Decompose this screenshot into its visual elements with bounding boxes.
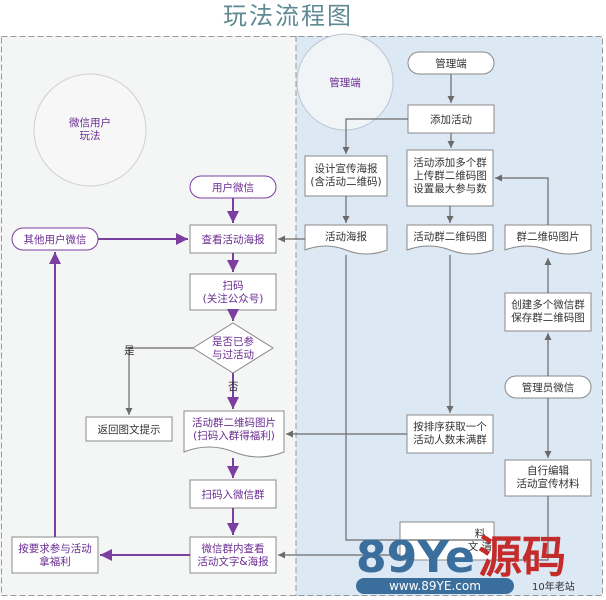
text-line: 查看活动海报 (202, 233, 265, 246)
text-line: 料 (475, 527, 486, 540)
text-line: 自行编辑 (527, 464, 569, 477)
text-line: 微信用户 (69, 116, 111, 129)
text-line: 返回图文提示 (98, 423, 161, 436)
edge-add-to-design (342, 118, 408, 154)
edit-materials-node (504, 459, 592, 497)
view-in-group-node (189, 536, 277, 574)
edge-edit-to-partial (496, 496, 549, 561)
scan-node (189, 273, 277, 311)
watermark-brand-cn: 源码 (478, 532, 566, 583)
text-line: 管理员微信 (522, 381, 575, 394)
text-line: 用户微信 (212, 181, 254, 194)
text-line: (扫码入群得福利) (193, 429, 275, 442)
join-group-node (189, 479, 277, 509)
admin-start-label: 管理端 (435, 57, 467, 70)
admin-edges (278, 74, 552, 561)
text-line: 创建多个微信群 (511, 298, 585, 311)
admin-lane-label: 管理端 (329, 76, 361, 89)
group-qr-user-label: 活动群二维码图片(扫码入群得福利) (192, 416, 276, 442)
add-groups-label: 活动添加多个群上传群二维码图设置最大参与数 (413, 156, 487, 195)
add-groups-node (406, 149, 494, 207)
view-poster-label: 查看活动海报 (202, 233, 265, 246)
partial-material-node (399, 521, 495, 561)
text-line: 设计宣传海报 (315, 162, 378, 175)
user-lane-circle (33, 73, 147, 187)
text-line: 文 清 (468, 540, 492, 553)
other-users-label: 其他用户微信 (24, 233, 87, 246)
group-qr-user-node (183, 410, 285, 458)
yes-label: 是 (124, 345, 135, 357)
text-line: 活动海报 (325, 230, 367, 243)
view-poster-node (189, 224, 277, 254)
activity-poster-node (304, 224, 388, 255)
text-line: 管理端 (329, 76, 361, 89)
text-line: 拿福利 (39, 555, 71, 568)
edge-decision-yes (125, 347, 193, 415)
reply-tip-node (85, 416, 173, 442)
lanes-border (1, 36, 603, 596)
user-wechat-label: 用户微信 (212, 181, 254, 194)
group-qr-label: 活动群二维码图 (413, 230, 487, 243)
watermark: 89Ye 源码 www.89YE.com 10年老站 (356, 532, 575, 594)
partial-material-label: 料文 清 (468, 527, 492, 553)
admin-wechat-label: 管理员微信 (522, 381, 575, 394)
page-title: 玩法流程图 (223, 2, 353, 30)
get-reward-node (11, 536, 99, 574)
group-qr-image-node (504, 224, 592, 255)
text-line: 扫码入微信群 (202, 488, 265, 501)
text-line: 管理端 (435, 57, 467, 70)
join-group-label: 扫码入微信群 (202, 488, 265, 501)
text-line: 活动文字&海报 (197, 555, 269, 568)
scan-label: 扫码(关注公众号) (203, 279, 264, 305)
text-line: 与过活动 (212, 348, 254, 361)
text-line: (含活动二维码) (310, 175, 381, 188)
reply-tip-label: 返回图文提示 (98, 423, 161, 436)
text-line: 保存群二维码图 (511, 311, 585, 324)
design-poster-node (304, 155, 388, 197)
edge-qrimage-to-groups (495, 174, 549, 225)
text-line: 活动人数未满群 (413, 433, 487, 446)
text-line: 活动群二维码图 (413, 230, 487, 243)
text-line: 添加活动 (430, 113, 472, 126)
user-lane-label: 微信用户玩法 (69, 116, 111, 142)
user-edges (49, 198, 239, 561)
sort-group-node (406, 414, 494, 454)
text-line: 活动添加多个群 (413, 156, 487, 169)
text-line: 设置最大参与数 (413, 182, 487, 195)
group-qr-image-label: 群二维码图片 (517, 230, 580, 243)
text-line: 群二维码图片 (517, 230, 580, 243)
text-line: 微信群内查看 (202, 542, 265, 555)
edit-materials-label: 自行编辑活动宣传材料 (517, 464, 580, 490)
create-groups-label: 创建多个微信群保存群二维码图 (511, 298, 585, 324)
sort-group-label: 按排序获取一个活动人数未满群 (413, 420, 487, 446)
text-line: 活动宣传材料 (517, 477, 580, 490)
text-line: 其他用户微信 (24, 233, 87, 246)
watermark-url: www.89YE.com (389, 579, 481, 593)
group-qr-node (406, 224, 494, 255)
text-line: 是否已参 (212, 335, 254, 348)
text-line: 上传群二维码图 (413, 169, 487, 182)
text-line: 扫码 (223, 279, 244, 292)
text-line: (关注公众号) (203, 292, 264, 305)
text-line: 按排序获取一个 (413, 420, 487, 433)
watermark-tag: 10年老站 (532, 580, 575, 593)
activity-poster-label: 活动海报 (325, 230, 367, 243)
no-label: 否 (228, 381, 239, 393)
text-line: 玩法 (80, 129, 101, 142)
add-activity-label: 添加活动 (430, 113, 472, 126)
get-reward-label: 按要求参与活动拿福利 (18, 542, 92, 568)
watermark-url-pill (356, 578, 514, 594)
edge-poster-down (345, 255, 496, 541)
admin-lane-circle (296, 33, 394, 131)
text-line: 活动群二维码图片 (192, 416, 276, 429)
watermark-brand: 89Ye (356, 532, 475, 583)
design-poster-label: 设计宣传海报(含活动二维码) (310, 162, 381, 188)
view-in-group-label: 微信群内查看活动文字&海报 (197, 542, 269, 568)
text-line: 按要求参与活动 (18, 542, 92, 555)
decision-label: 是否已参与过活动 (212, 335, 254, 361)
